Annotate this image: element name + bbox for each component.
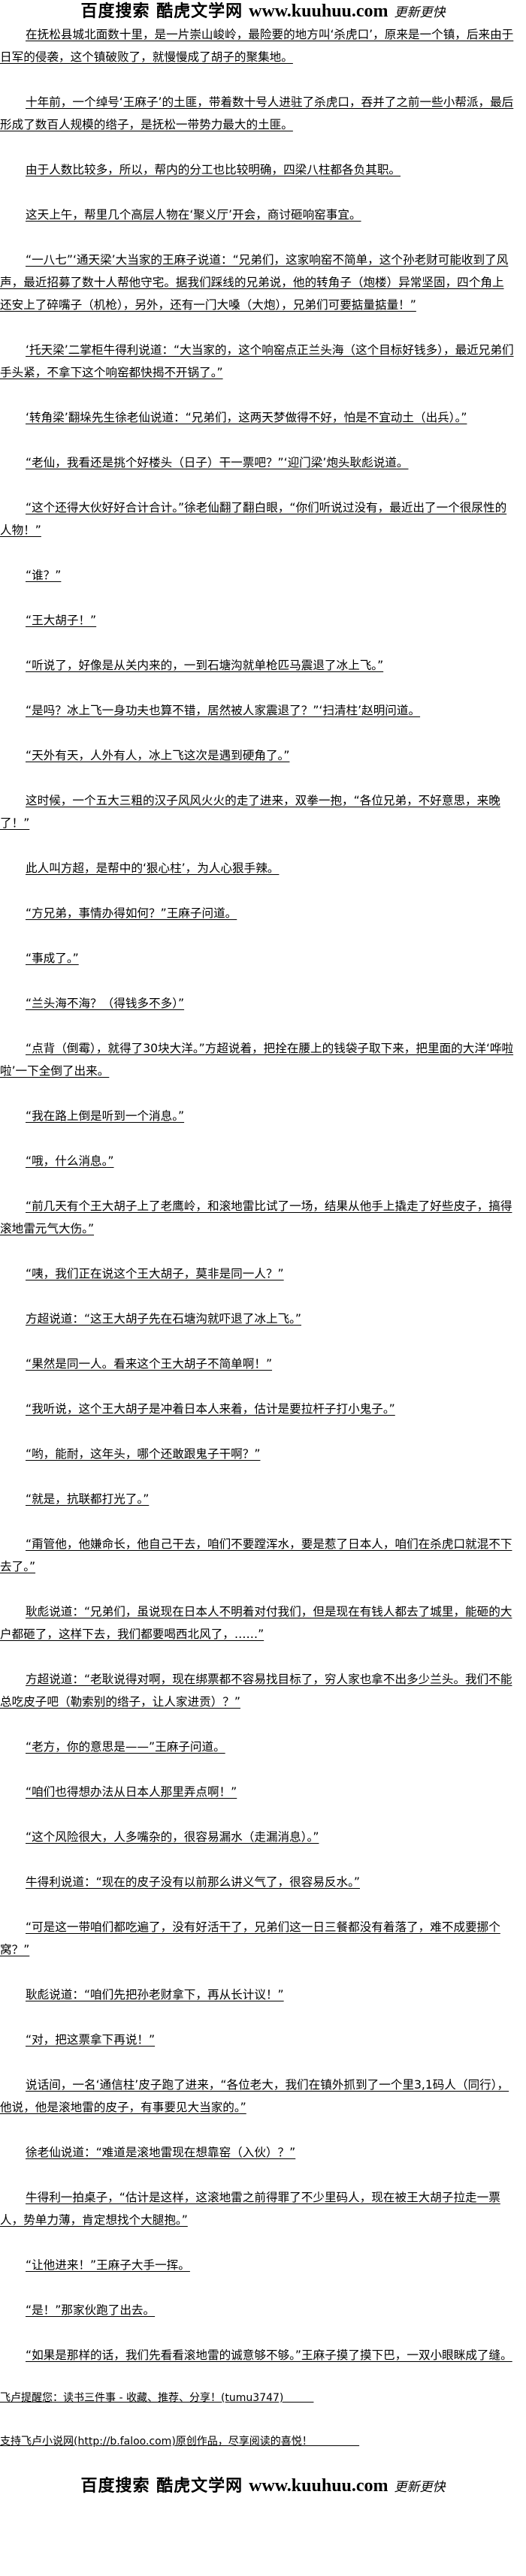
paragraph: “事成了。” (26, 952, 79, 965)
paragraph: “天外有天，人外有人，冰上飞这次是遇到硬角了。” (26, 749, 290, 762)
paragraph: “兰头海不海？（得钱多不多）” (26, 997, 185, 1010)
paragraph: “一八七”‘通天梁’大当家的王麻子说道：“兄弟们，这家响窑不简单，这个孙老财可能… (0, 253, 509, 312)
paragraph: “我听说，这个王大胡子是冲着日本人来着，估计是要拉杆子打小鬼子。” (26, 1402, 395, 1416)
paragraph: 耿彪说道：“咱们先把孙老财拿下，再从长计议！” (26, 1988, 284, 2001)
paragraph: “咱们也得想办法从日本人那里弄点啊！” (26, 1785, 237, 1799)
paragraph: “咦，我们正在说这个王大胡子，莫非是同一人？” (26, 1267, 284, 1280)
paragraph: “这个还得大伙好好合计合计。”徐老仙翻了翻白眼，“你们听说过没有，最近出了一个很… (0, 501, 507, 537)
paragraph: “我在路上倒是听到一个消息。” (26, 1109, 185, 1123)
paragraph: 方超说道：“这王大胡子先在石塘沟就吓退了冰上飞。” (26, 1312, 302, 1326)
paragraph: 方超说道：“老耿说得对啊，现在绑票都不容易找目标了，穷人家也拿不出多少兰头。我们… (0, 1673, 512, 1709)
paragraph: 耿彪说道：“兄弟们，虽说现在日本人不明着对付我们，但是现在有钱人都去了城里，能砸… (0, 1605, 512, 1641)
paragraph: “就是，抗联都打光了。” (26, 1492, 150, 1506)
paragraph: “点背（倒霉），就得了30块大洋。”方超说着，把拴在腰上的钱袋子取下来，把里面的… (0, 1042, 514, 1078)
paragraph: “是！”那家伙跑了出去。 (26, 2303, 156, 2317)
paragraph: “对，把这票拿下再说！” (26, 2033, 156, 2047)
paragraph: “方兄弟，事情办得如何？”王麻子问道。 (26, 906, 237, 920)
paragraph: ‘转角梁’翻垛先生徐老仙说道：“兄弟们，这两天梦做得不好，怕是不宜动土（出兵）。… (26, 411, 467, 424)
paragraph: 牛得利一拍桌子，“估计是这样，这滚地雷之前得罪了不少里码人，现在被王大胡子拉走一… (0, 2191, 500, 2227)
paragraph: “可是这一带咱们都吃遍了，没有好活干了，兄弟们这一日三餐都没有着落了，难不成要挪… (0, 1920, 500, 1956)
paragraph: ‘托天梁’二掌柜牛得利说道：“大当家的，这个响窑点正兰头海（这个目标好钱多），最… (0, 343, 514, 379)
paragraph: 十年前，一个绰号‘王麻子’的土匪，带着数十号人进驻了杀虎口，吞并了之前一些小帮派… (0, 95, 514, 131)
paragraph: 在抚松县城北面数十里，是一片崇山峻岭，最险要的地方叫‘杀虎口’，原来是一个镇，后… (0, 28, 514, 64)
logo-slogan: 更新更快 (394, 5, 446, 20)
faloo-reminder: 飞卢提醒您：读书三件事 - 收藏、推荐、分享！(tumu3747) (0, 2392, 314, 2404)
paragraph: “听说了，好像是从关内来的，一到石塘沟就单枪匹马震退了冰上飞。” (26, 659, 384, 672)
paragraph: “甭管他，他嫌命长，他自己干去，咱们不要蹚浑水，要是惹了日本人，咱们在杀虎口就混… (0, 1537, 512, 1573)
paragraph: “如果是那样的话，我们先看看滚地雷的诚意够不够。”王麻子摸了摸下巴，一双小眼眯成… (26, 2348, 512, 2362)
logo-chinese-text: 百度搜索 酷虎文学网 (80, 2, 243, 21)
site-logo-banner[interactable]: 百度搜索 酷虎文学网 www.kuuhuu.com 更新更快 (0, 0, 526, 23)
logo-url: www.kuuhuu.com (249, 2476, 388, 2496)
paragraph: “让他进来！”王麻子大手一挥。 (26, 2258, 190, 2272)
paragraph: 这天上午，帮里几个高层人物在‘聚义厅’开会，商讨砸响窑事宜。 (26, 208, 361, 222)
logo-slogan: 更新更快 (394, 2480, 446, 2495)
paragraph: “谁？” (26, 569, 62, 582)
paragraph: “王大胡子！” (26, 614, 97, 627)
paragraph: 牛得利说道：“现在的皮子没有以前那么讲义气了，很容易反水。” (26, 1875, 360, 1889)
paragraph: 徐老仙说道：“难道是滚地雷现在想靠窑（入伙）？” (26, 2146, 296, 2159)
paragraph: “是吗？冰上飞一身功夫也算不错，居然被人家震退了？”‘扫清柱’赵明问道。 (26, 704, 421, 717)
paragraph: 由于人数比较多，所以，帮内的分工也比较明确，四梁八柱都各负其职。 (26, 163, 401, 176)
chapter-body: 在抚松县城北面数十里，是一片崇山峻岭，最险要的地方叫‘杀虎口’，原来是一个镇，后… (0, 23, 526, 2366)
paragraph: 这时候，一个五大三粗的汉子风风火火的走了进来，双拳一抱，“各位兄弟，不好意思，来… (0, 794, 500, 830)
paragraph: “哟，能耐，这年头，哪个还敢跟鬼子干啊？” (26, 1447, 261, 1461)
logo-chinese-text: 百度搜索 酷虎文学网 (80, 2476, 243, 2496)
paragraph: “果然是同一人。看来这个王大胡子不简单啊！” (26, 1357, 273, 1371)
paragraph: “前几天有个王大胡子上了老鹰岭，和滚地雷比试了一场，结果从他手上撬走了好些皮子，… (0, 1199, 512, 1235)
paragraph: “哦，什么消息。” (26, 1154, 114, 1168)
paragraph: 说话间，一名‘通信柱’皮子跑了进来，“各位老大，我们在镇外抓到了一个里3,1码人… (0, 2078, 509, 2114)
paragraph: 此人叫方超，是帮中的‘狠心柱’，为人心狠手辣。 (26, 861, 280, 875)
paragraph: “这个风险很大，人多嘴杂的，很容易漏水（走漏消息）。” (26, 1830, 319, 1844)
logo-url: www.kuuhuu.com (249, 2, 388, 21)
faloo-support-link[interactable]: 支持飞卢小说网(http://b.faloo.com)原创作品，尽享阅读的喜悦！ (0, 2436, 360, 2448)
paragraph: “老方，你的意思是——”王麻子问道。 (26, 1740, 225, 1754)
site-logo-banner-bottom[interactable]: 百度搜索 酷虎文学网 www.kuuhuu.com 更新更快 (0, 2475, 526, 2498)
paragraph: “老仙，我看还是挑个好楼头（日子）干一票吧？”‘迎门梁’炮头耿彪说道。 (26, 456, 409, 469)
